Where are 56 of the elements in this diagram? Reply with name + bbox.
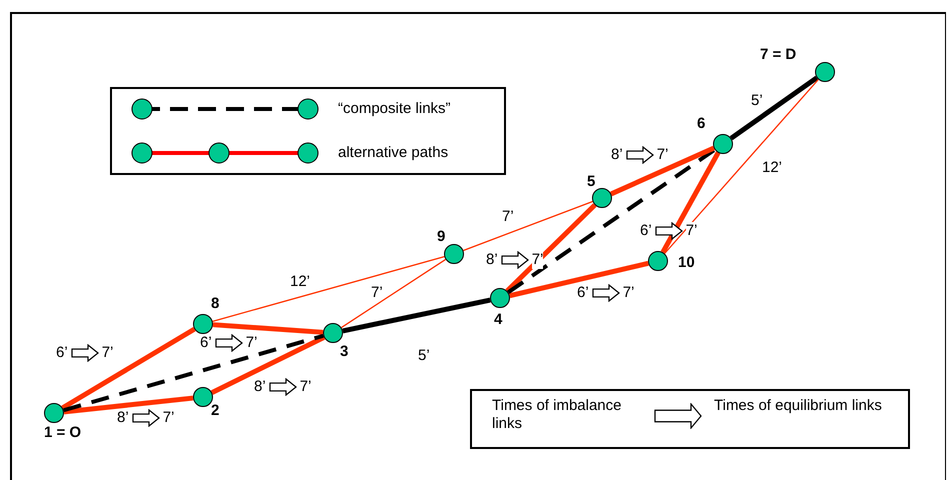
edge-label: 8’ [611, 146, 623, 164]
edge-label: 12’ [762, 159, 782, 177]
key-box [470, 389, 910, 449]
node-label: 5 [587, 173, 596, 191]
edge-label: 7’ [371, 284, 383, 302]
edge-label: 8’ [117, 409, 129, 427]
link-line [610, 146, 715, 196]
link-line [64, 396, 194, 414]
node-label: 4 [494, 311, 502, 329]
node-label: 9 [437, 228, 446, 246]
link-line [730, 76, 818, 140]
edge-label: 6’ [56, 344, 68, 362]
link-line [212, 256, 445, 322]
dashed-link [63, 334, 324, 412]
link-line [210, 335, 326, 395]
link-line [212, 322, 324, 335]
edge-label: 6’ [200, 334, 212, 352]
legend-text: alternative paths [338, 142, 448, 163]
link-line [342, 298, 491, 334]
link-line [660, 152, 720, 254]
network-node [815, 62, 835, 82]
network-node [648, 251, 668, 271]
network-node [490, 288, 510, 308]
link-line [664, 79, 819, 254]
link-line [341, 258, 446, 328]
edge-label: 6’ [640, 222, 652, 240]
network-node [592, 188, 612, 208]
network-node [444, 244, 464, 264]
network-node [44, 403, 64, 423]
key-text: Times of equilibrium links [714, 397, 883, 415]
node-label: 8 [211, 295, 220, 313]
node-label: 10 [678, 254, 695, 272]
link-line [505, 203, 597, 293]
network-node [193, 314, 213, 334]
link-line [509, 260, 649, 298]
dashed-link [507, 148, 716, 294]
node-label: 7 = D [760, 46, 796, 64]
link-line [61, 326, 196, 410]
edge-label: 8’ [254, 378, 266, 396]
node-label: 6 [697, 115, 706, 133]
node-label: 1 = O [44, 424, 82, 442]
edge-label: 12’ [290, 273, 310, 291]
key-text: Times of imbalance links [492, 397, 622, 433]
network-node [323, 323, 343, 343]
legend-text: “composite links” [338, 98, 451, 119]
network-node [193, 387, 213, 407]
time-label: 7’ [532, 251, 544, 269]
edge-label: 5’ [751, 92, 763, 110]
edge-label: 5’ [418, 347, 430, 365]
edge-label: 8’ [486, 251, 498, 269]
edge-label: 6’ [577, 284, 589, 302]
network-node [713, 134, 733, 154]
link-line [463, 200, 593, 252]
edge-label: 7’ [502, 208, 514, 226]
node-label: 2 [211, 402, 220, 420]
node-label: 3 [340, 343, 348, 361]
